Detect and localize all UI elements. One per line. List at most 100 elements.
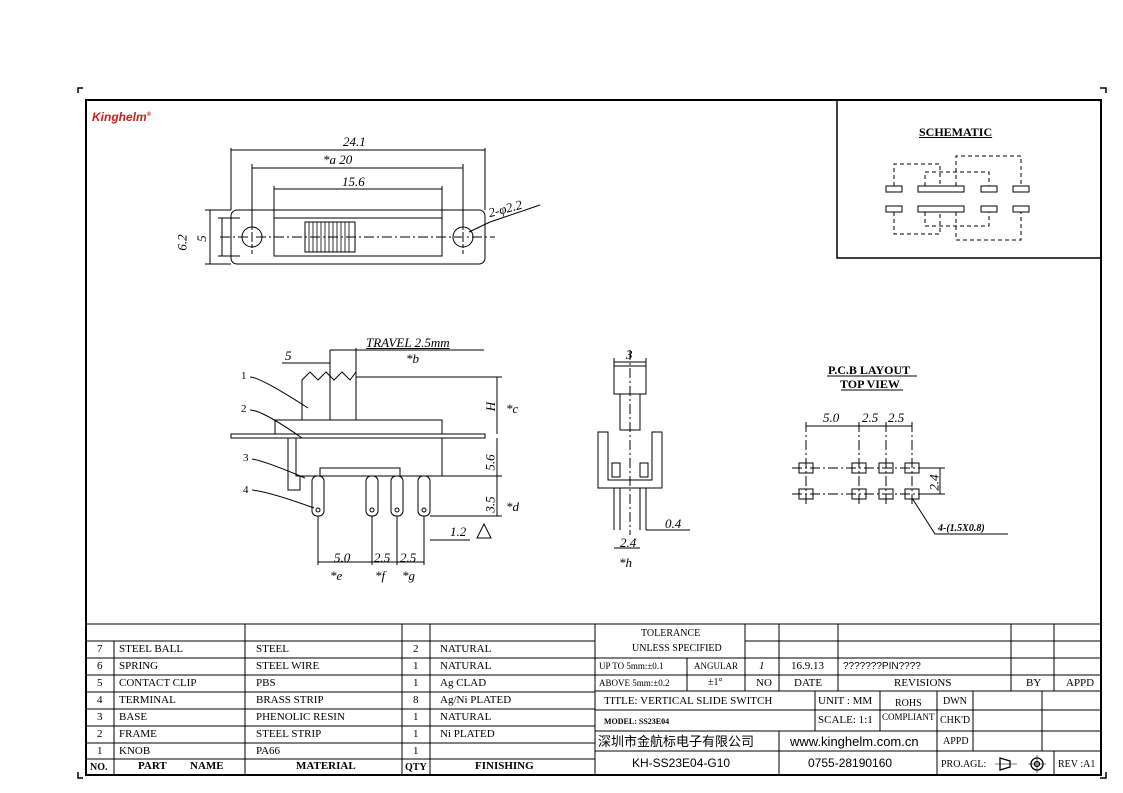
dim-travel: TRAVEL 2.5mm — [366, 335, 450, 350]
bom-row-2-material: STEEL STRIP — [256, 728, 322, 740]
bom-row-6-finishing: NATURAL — [440, 660, 492, 672]
bom-row-5-qty: 1 — [413, 677, 419, 689]
unit-label: UNIT : MM — [818, 695, 873, 707]
dim-e: *e — [330, 568, 343, 583]
compliant-label: COMPLIANT — [882, 712, 935, 722]
bom-row-7-part: STEEL BALL — [119, 643, 184, 655]
col-appd: APPD — [1066, 677, 1095, 689]
pcb-dim-25b: 2.5 — [888, 410, 905, 425]
dim-a: *a 20 — [323, 152, 353, 167]
pcb-title: P.C.B LAYOUT — [828, 363, 911, 377]
callout-4: 4 — [243, 484, 249, 496]
schematic-title: SCHEMATIC — [919, 125, 993, 139]
tol-above: ABOVE 5mm:±0.2 — [599, 678, 670, 688]
phone: 0755-28190160 — [808, 756, 893, 770]
dim-h: *h — [619, 555, 632, 570]
title-block-grid — [595, 623, 1101, 775]
bom-row-1-no: 1 — [97, 745, 103, 757]
website: www.kinghelm.com.cn — [790, 734, 919, 749]
col-date: DATE — [794, 677, 823, 689]
dim-end-3: 3 — [626, 347, 633, 362]
dim-height-inner: 5 — [193, 235, 209, 242]
bom-row-4-qty: 8 — [413, 694, 419, 706]
appd-label: APPD — [943, 736, 969, 747]
top-view-drawing — [205, 148, 541, 265]
bom-row-5-finishing: Ag CLAD — [440, 677, 487, 689]
bom-header-part: PART — [138, 760, 167, 772]
bom-row-1-material: PA66 — [256, 745, 281, 757]
dim-end-24: 2.4 — [620, 535, 637, 550]
tol-upto: UP TO 5mm:±0.1 — [599, 661, 664, 671]
dim-overall: 24.1 — [343, 134, 366, 149]
bom-row-4-part: TERMINAL — [119, 694, 176, 706]
bom-row-2-finishing: Ni PLATED — [440, 728, 495, 740]
pcb-layout-drawing — [792, 375, 1008, 535]
dim-25a: 2.5 — [374, 550, 391, 565]
pcb-dim-25a: 2.5 — [862, 410, 879, 425]
bom-row-2-part: FRAME — [119, 728, 157, 740]
dim-d: *d — [506, 499, 519, 514]
dim-12: 1.2 — [450, 524, 467, 539]
model-label: MODEL: SS23E04 — [604, 717, 670, 726]
schematic-box — [836, 99, 1102, 259]
dim-50: 5.0 — [334, 550, 351, 565]
kinghelm-logo: Kinghelm® — [92, 110, 152, 124]
warning-triangle-icon — [476, 522, 492, 539]
bom-row-1-part: KNOB — [119, 745, 151, 757]
sheet-border — [85, 99, 1102, 776]
tol-angular-val: ±1° — [708, 677, 723, 688]
dim-c: *c — [506, 401, 519, 416]
dim-inner: 15.6 — [342, 174, 365, 189]
bom-row-6-material: STEEL WIRE — [256, 660, 320, 672]
bom-row-7-no: 7 — [97, 643, 103, 655]
bom-row-5-part: CONTACT CLIP — [119, 677, 197, 689]
col-revisions: REVISIONS — [894, 677, 952, 689]
dim-b: *b — [406, 351, 419, 366]
bom-header-finishing: FINISHING — [475, 760, 534, 772]
dim-25b: 2.5 — [400, 550, 417, 565]
pcb-slot-note: 4-(1.5X0.8) — [938, 523, 985, 534]
bom-row-6-qty: 1 — [413, 660, 419, 672]
pcb-dim-50: 5.0 — [823, 410, 840, 425]
bom-header-qty: QTY — [405, 762, 427, 773]
dim-f: *f — [375, 568, 386, 583]
callout-2: 2 — [241, 403, 247, 415]
col-no: NO — [756, 677, 772, 689]
bom-row-6-part: SPRING — [119, 660, 159, 672]
end-view-drawing — [597, 350, 690, 549]
pcb-dim-24: 2.4 — [926, 474, 942, 491]
bom-row-7-finishing: NATURAL — [440, 643, 492, 655]
rev-text: ???????PIN???? — [843, 661, 921, 672]
bom-row-2-qty: 1 — [413, 728, 419, 740]
bom-row-2-no: 2 — [97, 728, 103, 740]
bom-row-5-material: PBS — [256, 677, 276, 689]
bom-header-material: MATERIAL — [296, 760, 356, 772]
bom-row-5-no: 5 — [97, 677, 103, 689]
col-by: BY — [1026, 677, 1042, 689]
bom-row-6-no: 6 — [97, 660, 103, 672]
dim-g: *g — [402, 568, 415, 583]
bom-row-4-no: 4 — [97, 694, 103, 706]
projection-symbol-icon — [995, 755, 1046, 773]
rohs-label: ROHS — [895, 698, 922, 709]
bom-row-3-finishing: NATURAL — [440, 711, 492, 723]
pcb-subtitle: TOP VIEW — [840, 377, 900, 391]
dwn-label: DWN — [943, 696, 967, 707]
bom-row-3-qty: 1 — [413, 711, 419, 723]
part-number: KH-SS23E04-G10 — [632, 756, 731, 770]
side-view-drawing — [230, 348, 502, 565]
bom-row-7-material: STEEL — [256, 643, 289, 655]
bom-row-4-finishing: Ag/Ni PLATED — [440, 694, 512, 706]
schematic-diagram — [885, 155, 1030, 241]
bom-header-no: NO. — [90, 762, 108, 773]
dim-56: 5.6 — [482, 454, 498, 471]
bom-row-3-material: PHENOLIC RESIN — [256, 711, 345, 723]
bom-row-3-no: 3 — [97, 711, 103, 723]
dim-end-04: 0.4 — [665, 516, 682, 531]
bom-grid — [86, 623, 596, 775]
bom-row-3-part: BASE — [119, 711, 148, 723]
tol-unless: UNLESS SPECIFIED — [632, 643, 722, 654]
dim-H: H — [483, 401, 499, 412]
bom-row-1-qty: 1 — [413, 745, 419, 757]
